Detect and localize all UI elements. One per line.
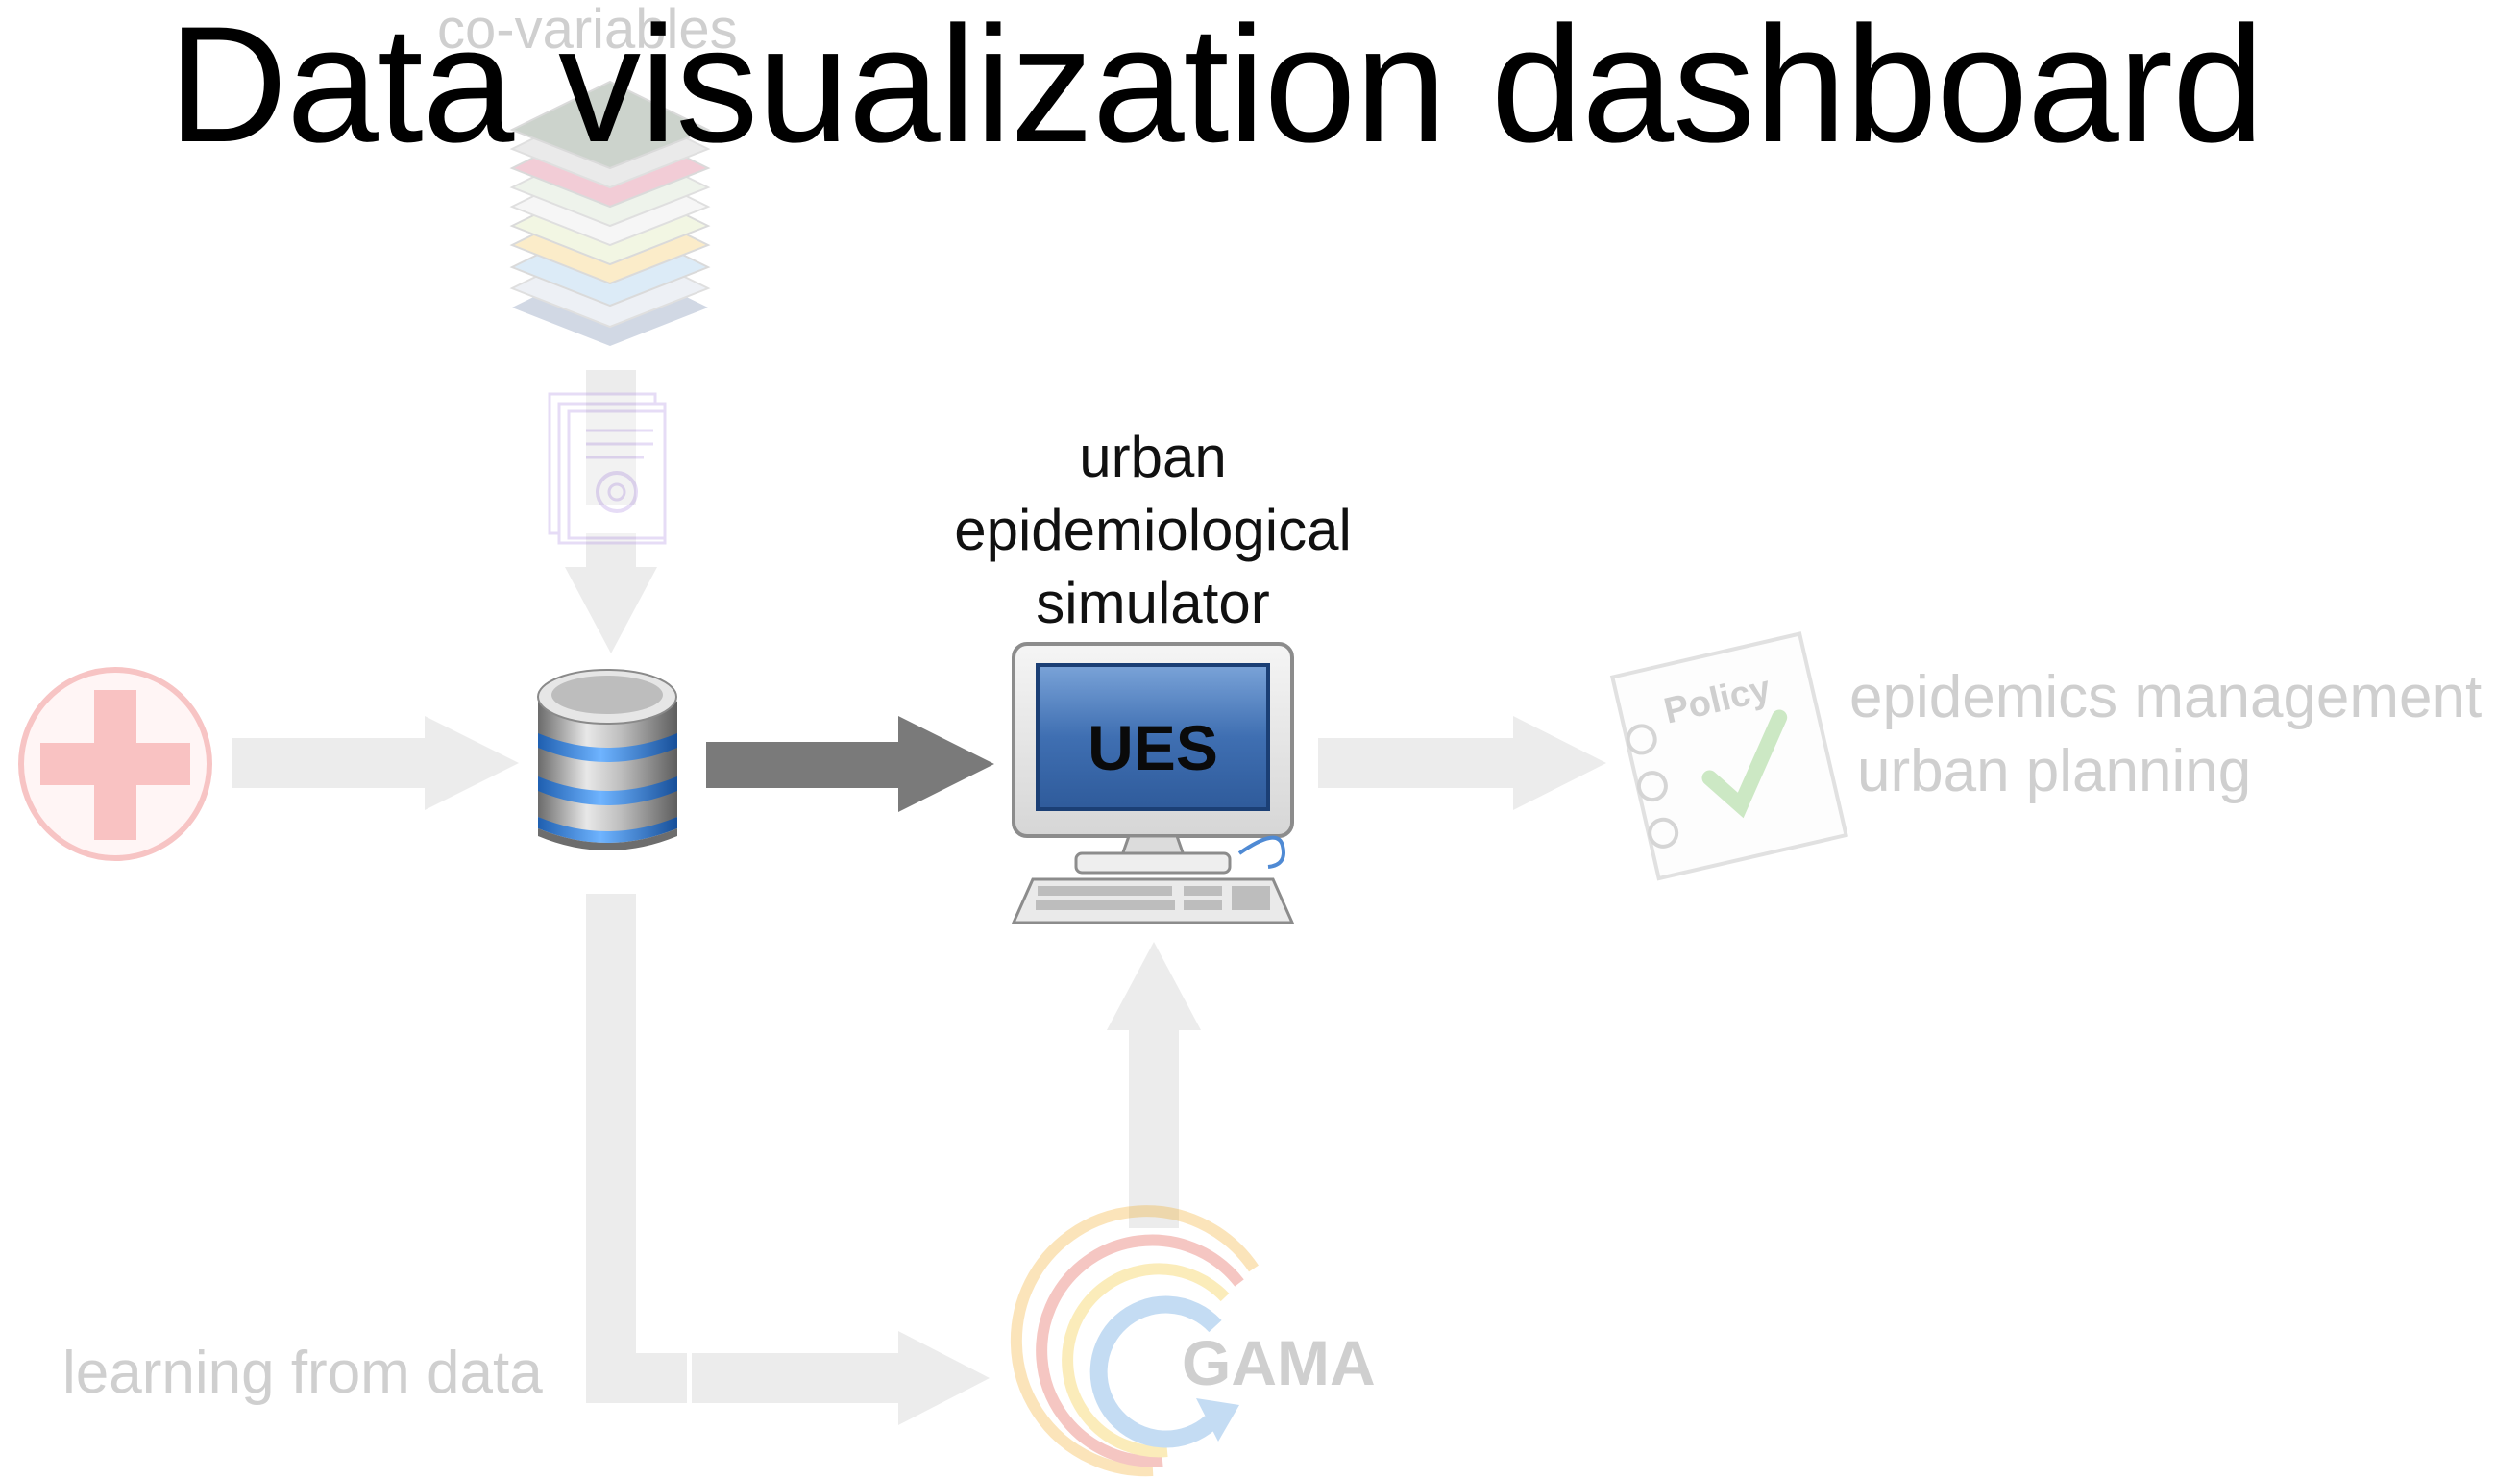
computer-icon — [1011, 642, 1295, 924]
medical-cross-icon — [18, 667, 212, 861]
gama-label: GAMA — [1182, 1327, 1376, 1398]
arrow-covariables-to-database — [565, 370, 657, 653]
covariables-label: co-variables — [437, 0, 738, 61]
arrow-gama-to-simulator — [1107, 942, 1201, 1228]
arrow-database-to-simulator — [706, 716, 994, 812]
arrow-health-to-database — [232, 716, 519, 810]
simulator-caption-line: simulator — [1036, 571, 1270, 635]
config-document-icon — [548, 392, 667, 545]
output-epidemics-management: epidemics management — [1849, 664, 2483, 730]
arrow-simulator-to-outputs — [1318, 716, 1606, 810]
database-icon — [537, 669, 677, 850]
learning-from-data-label: learning from data — [62, 1340, 543, 1406]
arrow-database-to-gama — [586, 894, 990, 1425]
map-layers-icon — [509, 80, 711, 346]
ues-label: UES — [1088, 712, 1218, 783]
output-urban-planning: urban planning — [1857, 738, 2252, 804]
simulator-caption-line: urban — [1079, 425, 1227, 489]
simulator-caption-line: epidemiological — [954, 498, 1352, 562]
page-title: Data visualization dashboard — [168, 0, 2264, 177]
policy-checklist-icon: Policy — [1609, 631, 1848, 881]
gama-logo-icon — [1010, 1205, 1259, 1477]
